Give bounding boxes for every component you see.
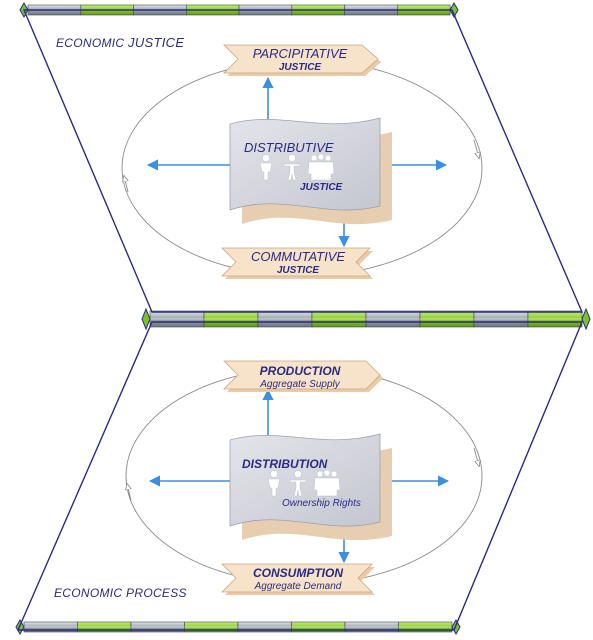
middle-rail-bar	[141, 307, 591, 331]
upper-top-banner: PARCIPITATIVE JUSTICE	[223, 44, 381, 76]
lower-top-banner-title: PRODUCTION	[260, 364, 341, 378]
upper-top-banner-title: PARCIPITATIVE	[253, 46, 348, 61]
upper-flag-subtitle: JUSTICE	[300, 182, 343, 193]
lower-flag-subtitle: Ownership Rights	[282, 498, 361, 509]
upper-bottom-banner-title: COMMUTATIVE	[251, 249, 345, 264]
person-icon	[259, 154, 273, 181]
upper-loop-arrow-left	[124, 176, 128, 193]
person-icon	[283, 154, 301, 181]
upper-center-flag: DISTRIBUTIVE JUSTICE	[229, 117, 392, 225]
lower-top-banner: PRODUCTION Aggregate Supply	[223, 360, 383, 392]
lower-bottom-banner: CONSUMPTION Aggregate Demand	[221, 563, 375, 595]
lower-flag-title: DISTRIBUTION	[242, 457, 328, 471]
upper-panel-title: ECONOMIC JUSTICE	[56, 35, 184, 50]
lower-panel-frame	[16, 321, 584, 631]
lower-panel-title: ECONOMIC PROCESS	[54, 586, 187, 600]
lower-bottom-banner-subtitle: Aggregate Demand	[254, 581, 342, 592]
upper-panel-frame	[22, 9, 584, 313]
lower-center-flag: DISTRIBUTION Ownership Rights	[229, 433, 392, 541]
lower-top-banner-subtitle: Aggregate Supply	[259, 379, 341, 390]
upper-bottom-banner: COMMUTATIVE JUSTICE	[221, 247, 373, 279]
rail-end-cap	[449, 1, 459, 19]
person-icon	[267, 470, 281, 497]
lower-loop-arrow-left	[127, 484, 131, 501]
person-icon	[289, 470, 307, 497]
upper-top-banner-subtitle: JUSTICE	[279, 62, 322, 73]
upper-bottom-banner-subtitle: JUSTICE	[277, 265, 320, 276]
group-icon	[313, 469, 341, 497]
rail-end-cap	[581, 307, 591, 331]
rail-end-cap	[141, 307, 151, 331]
bottom-rail-bar	[15, 618, 461, 636]
lower-bottom-banner-title: CONSUMPTION	[253, 566, 343, 580]
group-icon	[307, 153, 335, 181]
upper-flag-title: DISTRIBUTIVE	[244, 140, 334, 155]
upper-loop-arrow-right	[473, 139, 479, 158]
lower-loop-arrow-right	[473, 447, 479, 466]
